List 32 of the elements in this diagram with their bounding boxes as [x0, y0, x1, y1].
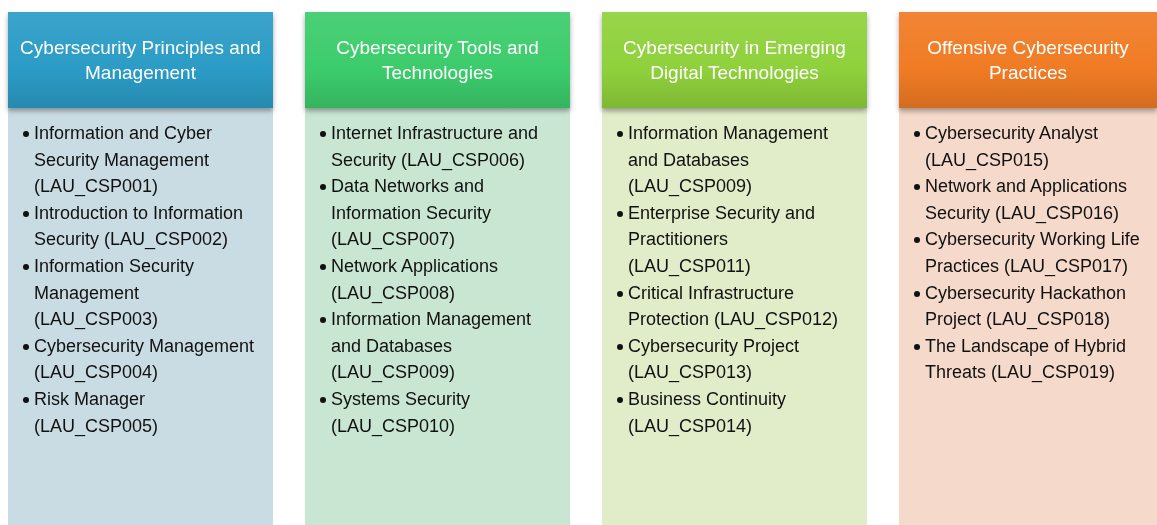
course-item: Network Applications (LAU_CSP008) [331, 255, 499, 303]
course-item: Cybersecurity Working Life Practices (LAU_CSP017) [925, 229, 1140, 276]
category-header [899, 12, 1157, 108]
course-item: Critical Infrastructure Protection (LAU_CSP012) [628, 282, 839, 330]
course-item: Risk Manager (LAU_CSP005) [34, 388, 159, 436]
course-item: Introduction to Information Security (LAU_CSP002) [34, 202, 244, 250]
course-list-panel [899, 108, 1157, 525]
course-item: Internet Infrastructure and Security (LAU_CSP006) [331, 123, 539, 170]
course-item: Enterprise Security and Practitioners (LAU_CSP011) [628, 202, 816, 276]
course-item: Network and Applications Security (LAU_CSP016) [925, 176, 1128, 223]
course-item: Information and Cyber Security Management (LAU_CSP001) [34, 123, 213, 197]
course-item: Information Security Management (LAU_CSP003) [34, 255, 195, 330]
category-header [305, 12, 570, 108]
course-item: Information Management and Databases (LAU_CSP009) [628, 123, 829, 197]
course-item: Systems Security (LAU_CSP010) [331, 388, 471, 436]
header-title: Cybersecurity Tools and Technologies [335, 36, 540, 85]
course-list-panel [8, 108, 273, 525]
header-title: Offensive Cybersecurity Practices [926, 36, 1130, 85]
course-item: Cybersecurity Hackathon Project (LAU_CSP018) [925, 282, 1127, 330]
course-item: The Landscape of Hybrid Threats (LAU_CSP019) [925, 335, 1127, 383]
course-item: Information Management and Databases (LAU_CSP009) [331, 309, 532, 383]
category-header [8, 12, 273, 108]
course-list-panel [305, 108, 570, 525]
header-title: Cybersecurity Principles and Management [20, 36, 261, 85]
course-item: Cybersecurity Analyst (LAU_CSP015) [925, 123, 1099, 170]
course-item: Cybersecurity Project (LAU_CSP013) [628, 335, 800, 383]
header-title: Cybersecurity in Emerging Digital Technologies [622, 36, 847, 85]
course-item: Cybersecurity Management (LAU_CSP004) [34, 335, 255, 383]
course-list-panel [602, 108, 867, 525]
course-item: Business Continuity (LAU_CSP014) [628, 388, 787, 436]
course-item: Data Networks and Information Security (LAU_CSP007) [331, 176, 492, 250]
category-header [602, 12, 867, 108]
